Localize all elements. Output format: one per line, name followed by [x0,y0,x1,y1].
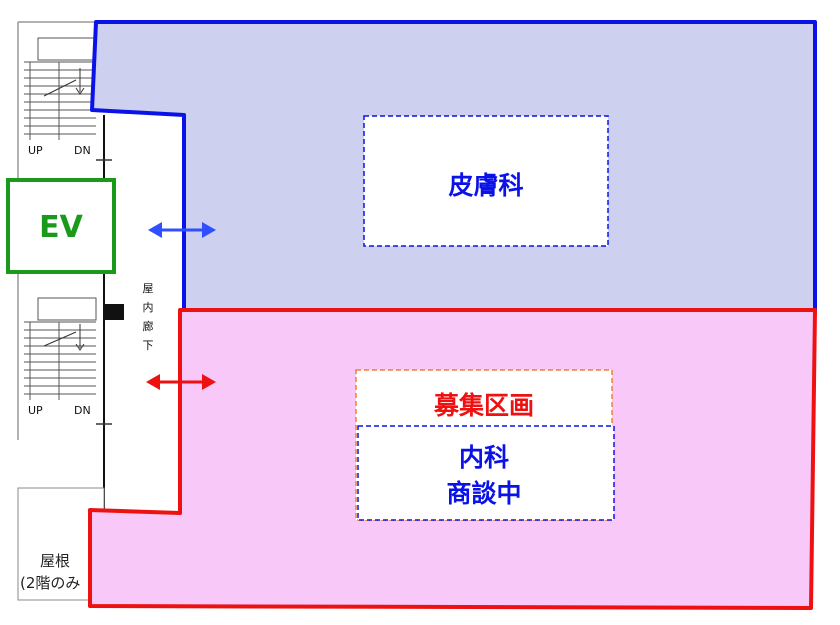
tenant-line2: 商談中 [446,479,521,508]
roof-label-line1: 屋根 [40,552,70,570]
stair-bottom: UP DN [24,297,112,425]
corridor-char-2: 内 [143,300,154,314]
corridor-char-3: 廊 [143,319,154,333]
dermatology-zone[interactable]: 皮膚科 [90,20,817,314]
stair-top-dn-label: DN [74,144,91,157]
stair-top-landing [37,37,97,61]
red-access-arrow-icon [146,374,216,390]
recruitment-zone[interactable]: 募集区画 内科 商談中 [88,308,817,610]
stair-top-up-label: UP [28,144,43,157]
stair-break-line [43,79,77,97]
elevator-box[interactable] [6,178,116,274]
corridor-label: 屋 内 廊 下 [143,282,154,352]
roof-label-line2: (2階のみ [20,574,80,592]
stair-arrow-icon [75,324,85,351]
recruitment-label: 募集区画 [433,391,534,420]
pillar-block [104,304,124,320]
stair-arrow-icon [75,68,85,95]
stair-top: UP DN [24,37,112,161]
elevator[interactable]: EV [6,178,116,274]
corridor-char-1: 屋 [143,282,154,295]
dermatology-label-box [363,115,609,247]
dermatology-label: 皮膚科 [448,171,523,200]
elevator-label: EV [39,210,83,245]
corridor-char-4: 下 [143,339,154,352]
stair-bottom-dn-label: DN [74,404,91,417]
stair-bottom-landing [37,297,97,321]
stair-bottom-up-label: UP [28,404,43,417]
tenant-negotiation-box [357,425,615,521]
stair-break-line [43,331,77,347]
blue-access-arrow-icon [148,222,216,238]
tenant-line1: 内科 [459,443,509,472]
